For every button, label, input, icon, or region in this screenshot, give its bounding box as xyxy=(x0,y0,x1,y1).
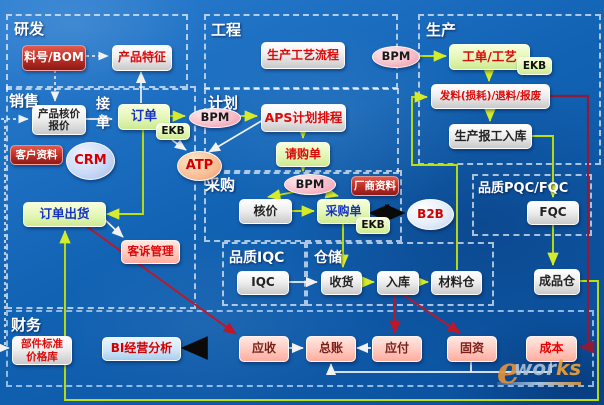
node-aps: APS计划排程 xyxy=(261,104,346,132)
node-cost: 成本 xyxy=(526,336,577,362)
watermark-e: e xyxy=(497,350,520,392)
node-stock-in: 入库 xyxy=(377,271,419,295)
section-label-quality-pqc: 品质PQC/FQC xyxy=(478,181,569,196)
section-label-sales: 销售 xyxy=(9,92,40,110)
section-label-engineering: 工程 xyxy=(211,21,242,39)
node-process-flow: 生产工艺流程 xyxy=(261,42,345,69)
node-receiving: 收货 xyxy=(321,271,362,295)
section-label-finance: 财务 xyxy=(11,316,42,334)
label-accept-order: 接单 xyxy=(94,96,110,134)
node-product-features: 产品特征 xyxy=(112,45,172,71)
node-fqc: FQC xyxy=(527,201,579,225)
node-material-warehouse: 材料仓 xyxy=(431,271,482,295)
node-bi-analysis: BI经营分析 xyxy=(102,337,181,361)
node-material-issue: 发料(损耗)/退料/报废 xyxy=(431,84,550,109)
node-payables: 应付 xyxy=(372,336,422,362)
section-frame-production xyxy=(418,14,601,165)
node-general-ledger: 总账 xyxy=(306,336,356,362)
node-ekb-purchasing: EKB xyxy=(356,217,390,234)
node-bom: 料号/BOM xyxy=(22,45,86,71)
section-label-quality-iqc: 品质IQC xyxy=(229,250,285,266)
node-std-price-library: 部件标准 价格库 xyxy=(12,336,72,365)
node-ekb-production: EKB xyxy=(517,57,552,75)
node-customer-data: 客户资料 xyxy=(10,145,63,165)
section-label-warehouse: 仓储 xyxy=(314,250,342,266)
watermark-ks: ks xyxy=(556,356,582,380)
node-complaint-mgmt: 客诉管理 xyxy=(121,240,180,264)
node-atp: ATP xyxy=(177,151,222,181)
std-price-line1: 部件标准 xyxy=(21,338,63,351)
node-finished-warehouse: 成品仓 xyxy=(534,269,580,295)
node-iqc: IQC xyxy=(237,271,289,295)
node-b2b: B2B xyxy=(407,199,454,230)
watermark-eworks: eworks xyxy=(497,353,582,389)
watermark-wor: wor xyxy=(513,356,556,380)
node-bpm-planning: BPM xyxy=(189,108,241,128)
node-vendor-data: 厂商资料 xyxy=(351,176,399,196)
node-receivables: 应收 xyxy=(239,336,289,362)
node-product-quote: 产品核价 报价 xyxy=(32,105,86,135)
node-price-check: 核价 xyxy=(239,199,292,224)
node-order-shipment: 订单出货 xyxy=(23,202,106,227)
section-label-rd: 研发 xyxy=(14,20,45,38)
node-bpm-top: BPM xyxy=(372,46,420,68)
node-purchase-request: 请购单 xyxy=(276,142,330,167)
node-ekb-sales: EKB xyxy=(156,123,190,140)
section-label-production: 生产 xyxy=(426,21,457,39)
quote-line2: 报价 xyxy=(48,120,70,132)
std-price-line2: 价格库 xyxy=(26,350,58,363)
node-bpm-purchasing: BPM xyxy=(284,174,336,195)
node-production-report: 生产报工入库 xyxy=(449,124,532,149)
node-crm: CRM xyxy=(66,142,115,180)
section-frame-rd xyxy=(6,14,188,90)
section-label-purchasing: 采购 xyxy=(205,176,236,194)
node-fixed-assets: 固资 xyxy=(447,336,497,362)
section-frame-planning xyxy=(204,88,399,174)
quote-line1: 产品核价 xyxy=(38,107,80,120)
